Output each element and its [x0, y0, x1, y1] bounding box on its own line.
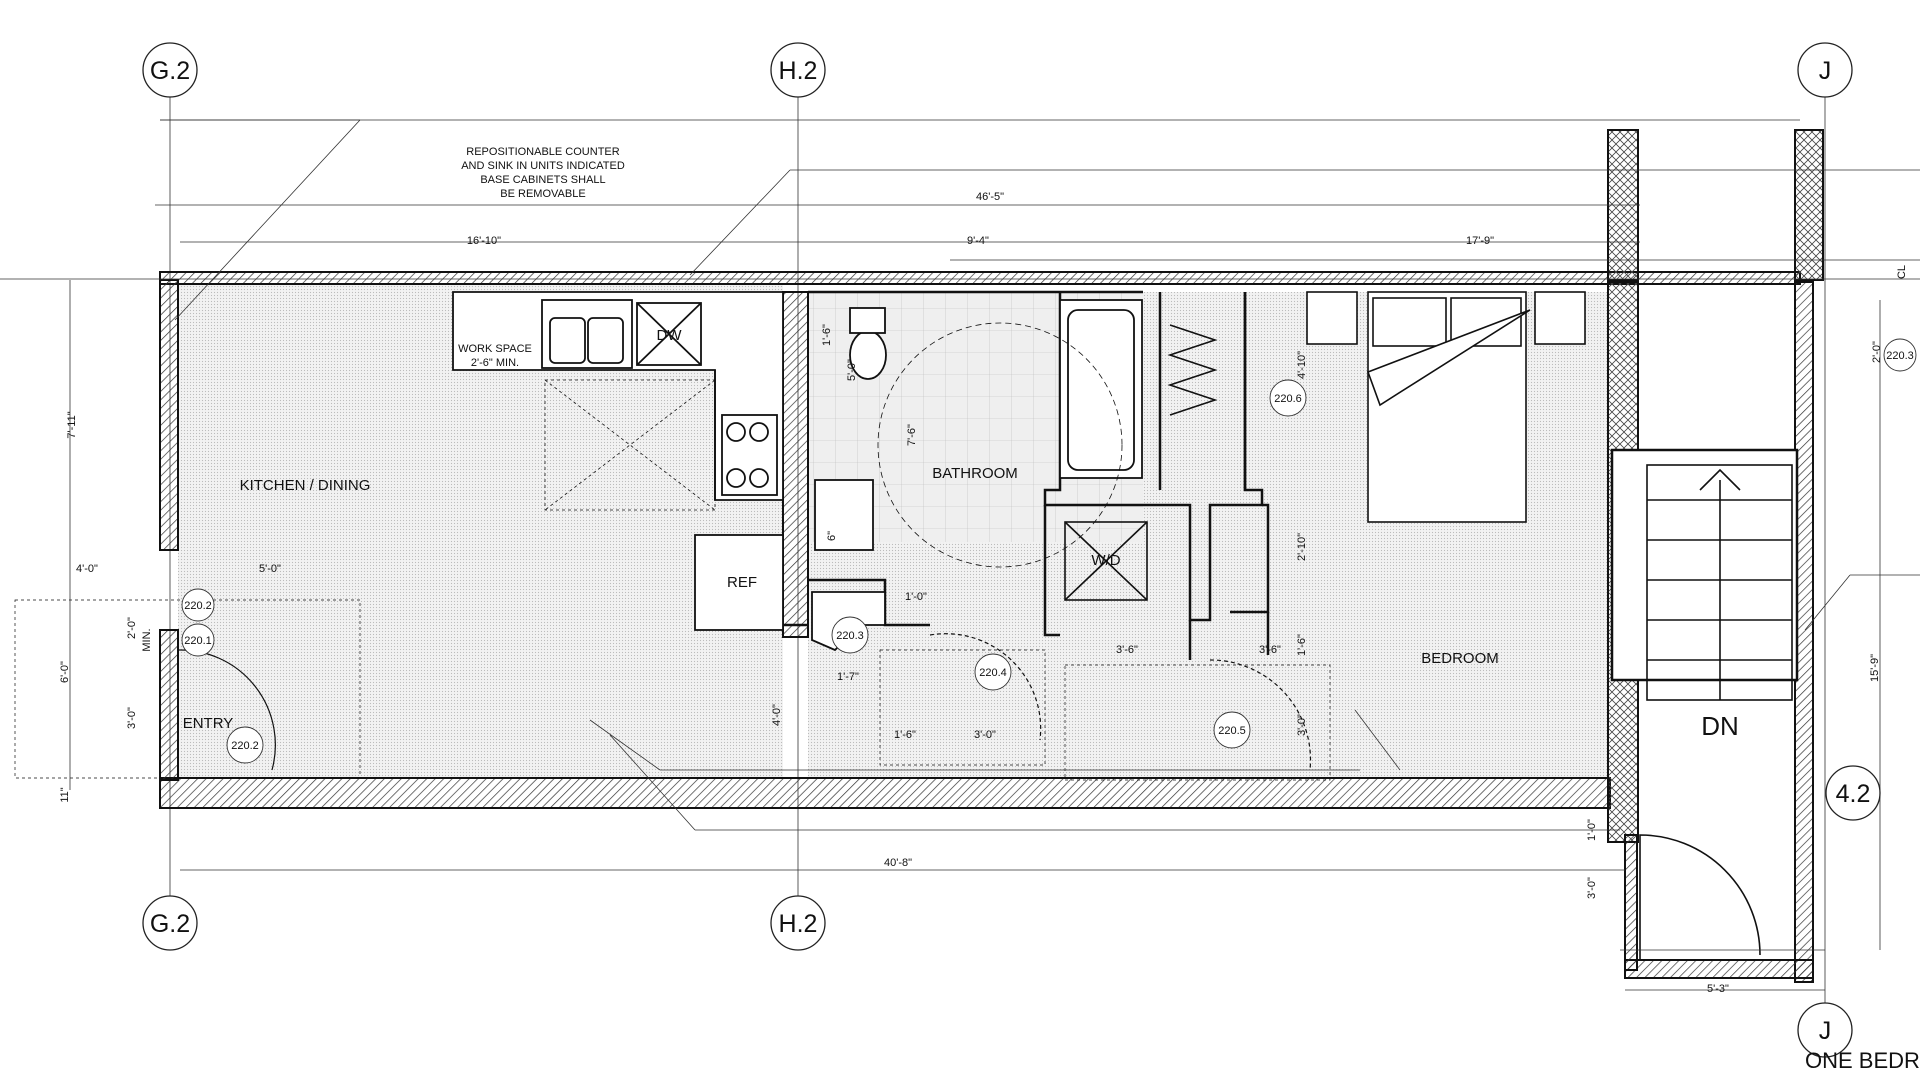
- kitchen-counter: [452, 291, 784, 631]
- room-labels: KITCHEN / DINING BATHROOM BEDROOM ENTRY …: [183, 327, 1739, 741]
- grid-label-4-2: 4.2: [1836, 780, 1871, 808]
- grid-label-j-bottom: J: [1819, 1017, 1832, 1045]
- stair: [1639, 464, 1793, 961]
- note-counter-line-2: AND SINK IN UNITS INDICATED: [461, 160, 625, 172]
- notes: REPOSITIONABLE COUNTER AND SINK IN UNITS…: [141, 146, 1920, 1073]
- grid-label-g2-bottom: G.2: [150, 910, 190, 938]
- dim-wd-3-6-a: 3'-6": [1116, 644, 1138, 656]
- dimension-text: 46'-5" 16'-10" 9'-4" 17'-9" 40'-8" 7'-11…: [59, 191, 1908, 995]
- dim-left-4-0: 4'-0": [76, 563, 98, 575]
- dim-stair-5-3: 5'-3": [1707, 983, 1729, 995]
- note-counter-line-1: REPOSITIONABLE COUNTER: [466, 146, 619, 158]
- dim-bath-1-0: 1'-0": [905, 591, 927, 603]
- dim-toilet-side: 5'-0": [846, 359, 858, 381]
- dim-kitchen-width: 16'-10": [467, 235, 501, 247]
- dim-sink-side: 6": [826, 531, 838, 541]
- dim-overall-top: 46'-5": [976, 191, 1004, 203]
- grid-label-text: G.2 H.2 J G.2 H.2 J 4.2: [150, 57, 1871, 1045]
- dimension-lines: [0, 119, 1920, 991]
- room-tags: [181, 338, 1917, 764]
- dim-bath-7-6: 7'-6": [906, 424, 918, 446]
- dim-bed-4-10: 4'-10": [1296, 351, 1308, 379]
- room-kitchen-label: KITCHEN / DINING: [240, 477, 371, 494]
- tag-220-3: 220.3: [836, 630, 864, 642]
- dim-stair-3-0: 3'-0": [1586, 877, 1598, 899]
- tag-220-5: 220.5: [1218, 725, 1246, 737]
- dim-entry-5-0: 5'-0": [259, 563, 281, 575]
- dim-hall-1-6: 1'-6": [894, 729, 916, 741]
- dim-left-7-11: 7'-11": [66, 411, 78, 438]
- sheet-title: ONE BEDR: [1805, 1048, 1920, 1073]
- dim-bed-1-6: 1'-6": [1296, 634, 1308, 656]
- stair-dn-label: DN: [1701, 711, 1739, 741]
- dim-bed-2-10: 2'-10": [1296, 533, 1308, 561]
- dim-bath-1-7: 1'-7": [837, 671, 859, 683]
- dim-right-15-9: 15'-9": [1869, 654, 1881, 682]
- interior-walls: [700, 290, 1799, 682]
- dim-hall-3-0: 3'-0": [974, 729, 996, 741]
- wd-label: W/D: [1091, 552, 1120, 569]
- note-workspace-line-2: 2'-6" MIN.: [471, 357, 519, 369]
- note-counter-line-3: BASE CABINETS SHALL: [480, 174, 605, 186]
- dw-label: DW: [657, 327, 683, 344]
- dim-door-3-0: 3'-0": [126, 707, 138, 729]
- dim-left-6-0: 6'-0": [59, 661, 71, 683]
- grid-label-h2-bottom: H.2: [779, 910, 818, 938]
- note-min: MIN.: [141, 628, 153, 651]
- room-tag-text: 220.2 220.1 220.2 220.3 220.4 220.5 220.…: [184, 350, 1914, 752]
- dim-hall-4-0: 4'-0": [771, 704, 783, 726]
- dim-window-2-0: 2'-0": [126, 617, 138, 639]
- grid-label-g2-top: G.2: [150, 57, 190, 85]
- tag-220-4: 220.4: [979, 667, 1007, 679]
- dim-bed-3-0: 3'-0": [1296, 714, 1308, 736]
- dim-right-2-0: 2'-0": [1871, 341, 1883, 363]
- centerline-mark: CL: [1896, 265, 1908, 279]
- dim-left-11: 11": [59, 787, 71, 802]
- grid-label-h2-top: H.2: [779, 57, 818, 85]
- dim-bath-width: 9'-4": [967, 235, 989, 247]
- dim-overall-bottom: 40'-8": [884, 857, 912, 869]
- grid-label-j-top: J: [1819, 57, 1832, 85]
- dim-wd-3-6-b: 3'-6": [1259, 644, 1281, 656]
- ref-label: REF: [727, 574, 757, 591]
- note-counter-line-4: BE REMOVABLE: [500, 188, 585, 200]
- room-entry-label: ENTRY: [183, 715, 234, 732]
- dim-stair-1-0: 1'-0": [1586, 819, 1598, 841]
- tag-220-2-window: 220.2: [184, 600, 212, 612]
- bedroom-furniture: [1064, 291, 1586, 601]
- tag-220-1: 220.1: [184, 635, 212, 647]
- room-bathroom-label: BATHROOM: [932, 465, 1018, 482]
- grid-bubbles: [142, 42, 1881, 1058]
- note-workspace-line-1: WORK SPACE: [458, 343, 532, 355]
- tag-220-2-door: 220.2: [231, 740, 259, 752]
- dim-small-1-6: 1'-6": [821, 324, 833, 346]
- dim-bed-width: 17'-9": [1466, 235, 1494, 247]
- tag-220-6: 220.6: [1274, 393, 1302, 405]
- tag-220-3-right: 220.3: [1886, 350, 1914, 362]
- room-bedroom-label: BEDROOM: [1421, 650, 1499, 667]
- exterior-walls: [159, 129, 1824, 983]
